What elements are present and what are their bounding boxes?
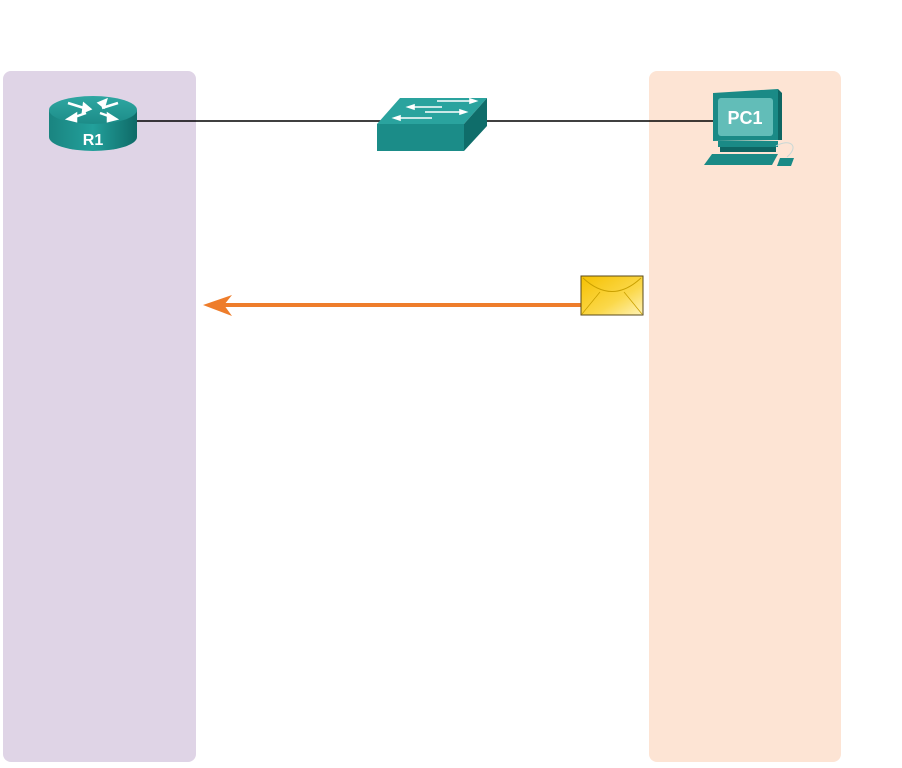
router-icon (49, 96, 137, 151)
router-side-lane (3, 71, 196, 762)
pc-icon (704, 89, 794, 166)
pc-side-lane (649, 71, 841, 762)
switch-icon (377, 97, 487, 151)
frame-direction-arrow (203, 295, 582, 316)
router-label: R1 (83, 132, 104, 149)
router-r1[interactable]: R1 (49, 96, 137, 151)
pc-label: PC1 (727, 108, 762, 128)
switch[interactable] (377, 97, 487, 151)
pc-pc1[interactable]: PC1 (704, 89, 794, 166)
envelope-icon (580, 275, 644, 316)
